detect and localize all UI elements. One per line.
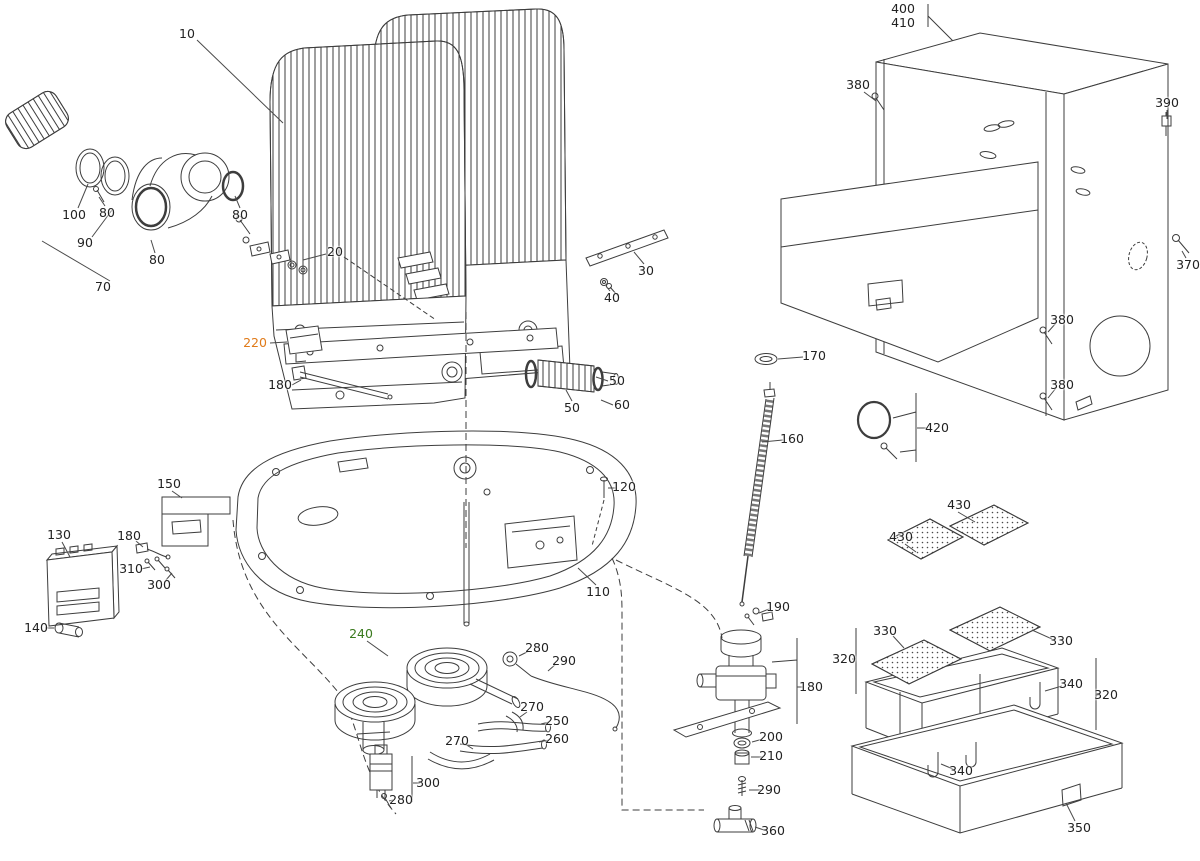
leader-line-370 [1181, 250, 1187, 259]
leader-line-70 [41, 240, 111, 282]
leader-line-180b [135, 540, 144, 548]
screws-310-300 [144, 556, 176, 579]
leader-line-300a [165, 572, 173, 581]
igniter-plug-180-left [135, 542, 171, 560]
leader-line-80a [98, 196, 106, 207]
screw-370 [1172, 234, 1190, 254]
hooks-340 [927, 682, 1041, 778]
leader-line-100 [77, 183, 89, 209]
leader-line-330b [1031, 629, 1053, 640]
leader-line-60 [600, 399, 614, 406]
leader-line-380c [1047, 387, 1057, 399]
leader-line-250 [540, 721, 550, 725]
leader-line-340b [940, 763, 954, 770]
leader-line-170 [777, 356, 804, 360]
valve-assembly-180 [672, 607, 798, 738]
ignition-rod-180 [291, 365, 393, 400]
leader-line-110 [577, 567, 597, 586]
leader-line-290a [547, 663, 557, 672]
casing-hood [780, 161, 1039, 363]
exhaust-hose [5, 90, 69, 150]
tee-fitting-360 [713, 805, 757, 833]
control-box-130 [45, 543, 120, 627]
leader-line-220 [269, 341, 288, 344]
leader-line-50b [565, 389, 573, 402]
solenoid-300 [369, 744, 413, 809]
side-rail-30 [585, 229, 669, 267]
leader-line-350 [1065, 802, 1076, 822]
screw-290-bottom [737, 776, 747, 796]
screw-120 [591, 476, 608, 547]
leader-line-270a [519, 711, 528, 718]
electrode-280-wire-290 [502, 651, 620, 732]
leader-line-280b [388, 799, 394, 802]
leader-line-160 [761, 439, 784, 443]
leader-line-180a [291, 379, 302, 386]
heat-exchanger-front [269, 40, 467, 410]
gas-line-dashed-routing [232, 519, 723, 815]
base-plate-110 [235, 430, 637, 627]
mounting-bar-and-bracket-220 [283, 325, 559, 365]
burner-assembly-240 [334, 647, 521, 755]
gasket-420 [856, 393, 917, 462]
cap-170-rod-160 [739, 353, 778, 607]
leader-line-200 [751, 738, 764, 743]
leader-line-80b [234, 195, 241, 209]
leader-line-360 [754, 826, 765, 831]
leader-line-310 [140, 566, 151, 570]
cylinder-140 [54, 622, 83, 638]
exhaust-sleeve-50-60 [524, 359, 619, 393]
leader-line-430b [904, 543, 917, 553]
leader-line-340a [1044, 685, 1063, 692]
exhaust-elbow [131, 152, 251, 244]
leader-line-270b [464, 743, 474, 750]
leader-line-30 [633, 251, 645, 265]
leader-line-260 [538, 739, 550, 743]
leader-line-380a [863, 91, 877, 102]
bracket-150 [161, 496, 231, 547]
leader-line-150 [171, 490, 183, 499]
leader-lines-layer [41, 39, 1187, 831]
mesh-grids-430-330 [870, 504, 1042, 685]
gas-pipes-250-260-270 [427, 711, 551, 770]
leader-line-380b [1047, 322, 1057, 333]
outer-tray-350 [850, 704, 1124, 834]
o-rings-and-clamps [75, 148, 130, 203]
washers-40 [600, 278, 619, 297]
leader-line-90 [91, 209, 113, 238]
leader-line-20 [302, 253, 327, 261]
leader-line-10 [196, 39, 284, 124]
leader-line-330a [892, 635, 905, 649]
leader-line-240 [366, 640, 389, 657]
leader-line-280a [518, 650, 530, 657]
casing-screws-380 [871, 92, 1053, 411]
leader-line-130 [61, 541, 71, 558]
leader-line-40 [605, 285, 611, 292]
clamp-parts-20 [249, 241, 437, 321]
leader-line-80c [150, 239, 156, 254]
leader-line-430a [957, 511, 976, 523]
grommet-200-cap-210 [733, 737, 751, 765]
leader-line-190 [758, 608, 770, 614]
leader-line-50a [595, 376, 609, 382]
